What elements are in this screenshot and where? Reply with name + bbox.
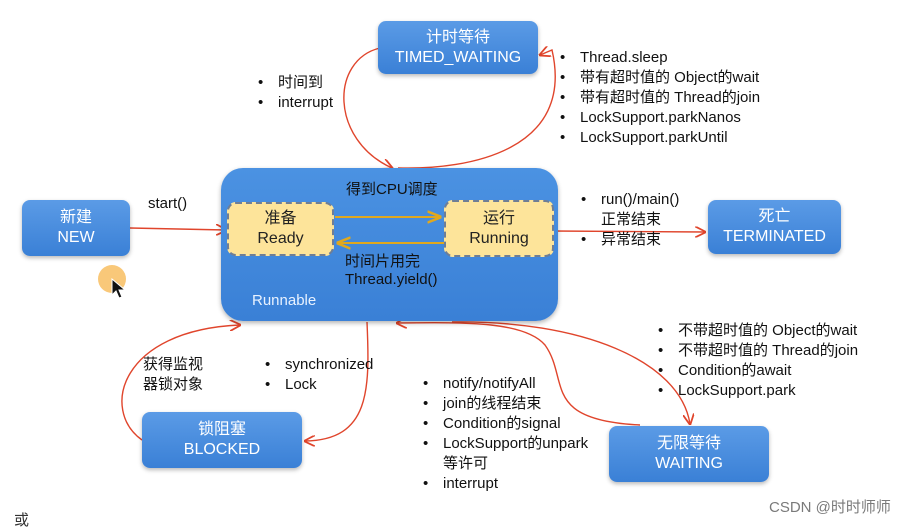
list-item: interrupt: [256, 93, 333, 113]
yield-label: Thread.yield(): [345, 271, 438, 288]
stray-text: 或: [14, 512, 30, 529]
list-item: LockSupport的unpark: [421, 434, 588, 454]
list-item: notify/notifyAll: [421, 374, 588, 394]
list-item: 不带超时值的 Object的wait: [656, 321, 858, 341]
arrow-runnable-to-blocked: [305, 321, 369, 441]
state-timed-waiting-en: TIMED_WAITING: [394, 48, 522, 66]
list-item: Condition的await: [656, 361, 858, 381]
list-item: run()/main(): [579, 190, 679, 210]
to-timed-waiting-list: Thread.sleep 带有超时值的 Object的wait 带有超时值的 T…: [558, 48, 760, 148]
waiting-return-list: notify/notifyAll join的线程结束 Condition的sig…: [421, 374, 588, 494]
list-item-continuation: 等许可: [443, 455, 489, 472]
cpu-schedule-label: 得到CPU调度: [346, 181, 438, 198]
list-item: Lock: [263, 375, 373, 395]
to-waiting-list: 不带超时值的 Object的wait 不带超时值的 Thread的join Co…: [656, 321, 858, 401]
to-terminated-list: run()/main() 正常结束 异常结束: [579, 190, 679, 250]
substate-running-en: Running: [469, 229, 529, 247]
list-item: 不带超时值的 Thread的join: [656, 341, 858, 361]
list-item: interrupt: [421, 474, 588, 494]
arrow-runnable-to-timed-waiting: [397, 50, 556, 169]
list-item: 带有超时值的 Object的wait: [558, 68, 760, 88]
state-terminated: 死亡 TERMINATED: [708, 200, 841, 254]
state-timed-waiting-cn: 计时等待: [425, 28, 490, 46]
substate-ready: 准备 Ready: [227, 202, 334, 256]
list-item: synchronized: [263, 355, 373, 375]
list-item: LockSupport.parkUntil: [558, 128, 760, 148]
list-item: 带有超时值的 Thread的join: [558, 88, 760, 108]
to-blocked-list: synchronized Lock: [263, 355, 373, 395]
list-item: 时间到: [256, 73, 333, 93]
arrow-timed-waiting-to-runnable: [343, 47, 392, 168]
mouse-cursor-icon: [111, 278, 127, 299]
state-blocked: 锁阻塞 BLOCKED: [142, 412, 302, 468]
arrow-blocked-to-runnable: [121, 325, 240, 441]
list-item: LockSupport.parkNanos: [558, 108, 760, 128]
runnable-label: Runnable: [252, 292, 317, 309]
substate-running: 运行 Running: [444, 200, 554, 257]
state-new-cn: 新建: [59, 209, 92, 226]
acquire-monitor-label-2: 器锁对象: [143, 376, 204, 393]
list-item: join的线程结束: [421, 394, 588, 414]
state-terminated-cn: 死亡: [758, 208, 791, 225]
state-blocked-en: BLOCKED: [183, 441, 261, 458]
timed-return-list: 时间到 interrupt: [256, 73, 333, 113]
list-item: 异常结束: [579, 230, 679, 250]
substate-ready-cn: 准备: [264, 210, 297, 227]
state-waiting-en: WAITING: [655, 455, 723, 472]
substate-ready-en: Ready: [257, 230, 304, 247]
state-waiting: 无限等待 WAITING: [609, 426, 769, 482]
time-slice-label: 时间片用完: [345, 253, 421, 270]
list-item-continuation: 正常结束: [601, 211, 662, 228]
state-timed-waiting: 计时等待 TIMED_WAITING: [378, 21, 538, 74]
acquire-monitor-label-1: 获得监视: [143, 356, 204, 373]
list-item: Condition的signal: [421, 414, 588, 434]
start-label: start(): [148, 195, 188, 212]
substate-running-cn: 运行: [482, 209, 515, 227]
state-terminated-en: TERMINATED: [723, 228, 826, 245]
state-new: 新建 NEW: [22, 200, 130, 256]
state-waiting-cn: 无限等待: [656, 435, 721, 452]
list-item: LockSupport.park: [656, 381, 858, 401]
state-new-en: NEW: [57, 229, 95, 246]
state-blocked-cn: 锁阻塞: [197, 421, 246, 438]
arrow-new-to-runnable: [129, 228, 226, 230]
watermark: CSDN @时时师师: [769, 499, 891, 516]
list-item: Thread.sleep: [558, 48, 760, 68]
